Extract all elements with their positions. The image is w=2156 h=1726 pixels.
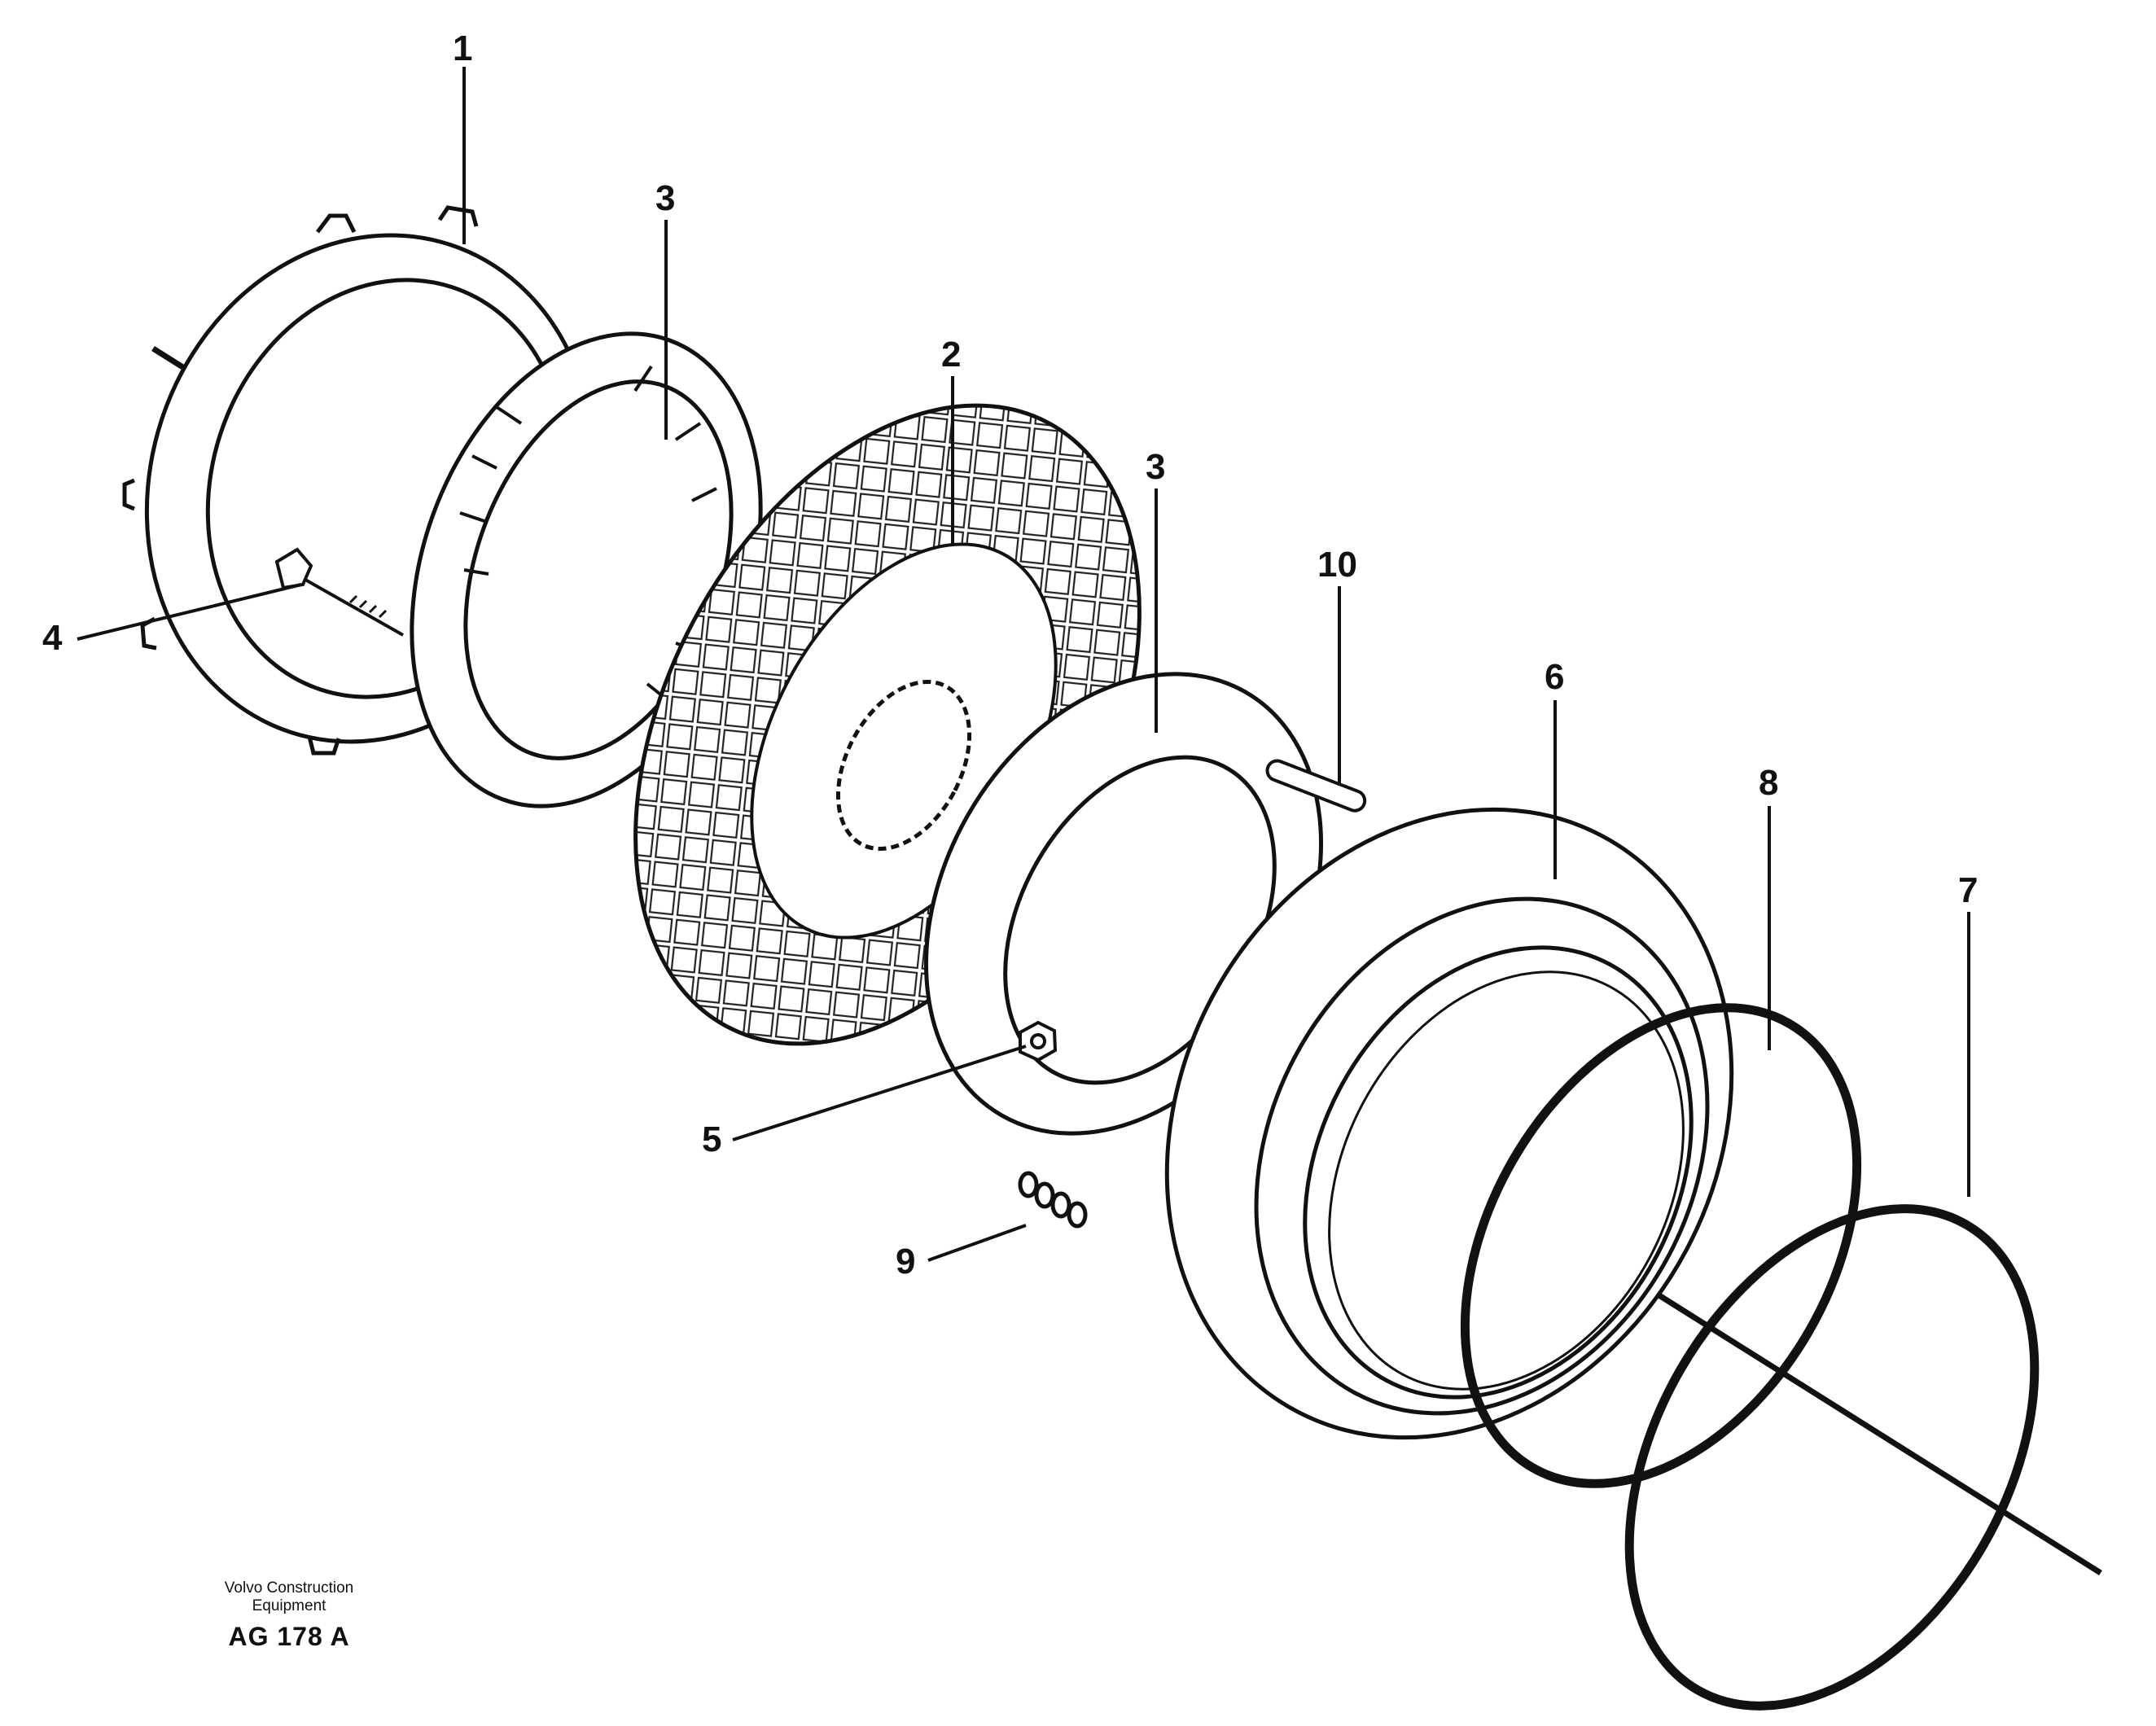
footer: Volvo Construction Equipment AG 178 A <box>175 1579 403 1652</box>
figure-code: AG 178 A <box>228 1622 350 1651</box>
part-5-nut <box>1019 1020 1058 1062</box>
callout-6: 6 <box>1545 657 1565 697</box>
part-9-spring <box>1018 1171 1088 1229</box>
leader-5 <box>732 1045 1027 1141</box>
part-7-seal-ring <box>1624 1204 2040 1711</box>
callout-7: 7 <box>1958 870 1979 910</box>
company-line-1: Volvo Construction <box>224 1579 354 1597</box>
callout-3a: 3 <box>655 178 676 218</box>
company-line-2: Equipment <box>252 1597 326 1614</box>
leader-9 <box>927 1224 1027 1262</box>
leader-4 <box>77 583 302 641</box>
callout-4: 4 <box>42 618 63 658</box>
callout-1: 1 <box>453 28 473 68</box>
part-10-pin <box>1265 759 1367 813</box>
callout-8: 8 <box>1759 763 1779 803</box>
part-4-bolt <box>274 547 404 637</box>
leader-lines <box>77 67 1970 1262</box>
callout-5: 5 <box>702 1119 722 1159</box>
callout-9: 9 <box>896 1242 916 1281</box>
part-8-o-ring <box>1460 1003 1862 1488</box>
callout-2: 2 <box>941 335 962 375</box>
callout-10: 10 <box>1317 545 1357 585</box>
callout-3b: 3 <box>1146 447 1166 487</box>
